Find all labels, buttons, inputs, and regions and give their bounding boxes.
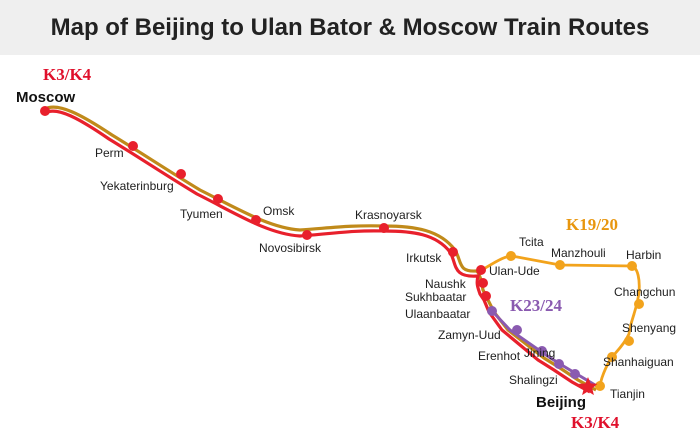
station-marker-changchun <box>634 299 644 309</box>
station-marker-naushk <box>478 278 488 288</box>
station-marker-krasnoyarsk <box>379 223 389 233</box>
route-label-k19: K19/20 <box>566 215 618 234</box>
station-marker-sukhbaatar <box>481 291 491 301</box>
station-label-shenyang: Shenyang <box>622 321 676 335</box>
station-label-ulan-ude: Ulan-Ude <box>489 264 540 278</box>
station-label-beijing: Beijing <box>536 394 586 411</box>
route-label-k3k4-bottom: K3/K4 <box>571 413 620 432</box>
station-marker-harbin <box>627 261 637 271</box>
station-label-krasnoyarsk: Krasnoyarsk <box>355 208 423 222</box>
station-markers-red <box>40 106 491 301</box>
station-marker-manzhouli <box>555 260 565 270</box>
station-label-tcita: Tcita <box>519 235 544 249</box>
station-marker-moscow <box>40 106 50 116</box>
station-marker-tcita <box>506 251 516 261</box>
station-label-omsk: Omsk <box>263 204 295 218</box>
station-label-naushk: Naushk <box>425 277 467 291</box>
station-marker-novosibirsk <box>302 230 312 240</box>
station-label-sukhbaatar: Sukhbaatar <box>405 290 466 304</box>
station-marker-perm <box>128 141 138 151</box>
station-label-novosibirsk: Novosibirsk <box>259 241 322 255</box>
station-label-yekaterinburg: Yekaterinburg <box>100 179 174 193</box>
station-label-perm: Perm <box>95 146 124 160</box>
title-bar: Map of Beijing to Ulan Bator & Moscow Tr… <box>0 0 700 55</box>
station-label-manzhouli: Manzhouli <box>551 246 606 260</box>
station-marker-omsk <box>251 215 261 225</box>
station-label-moscow: Moscow <box>16 89 76 106</box>
beijing-star-icon <box>578 377 598 396</box>
route-label-k23: K23/24 <box>510 296 562 315</box>
station-markers-purple <box>487 306 580 379</box>
station-label-changchun: Changchun <box>614 285 675 299</box>
station-label-ulaanbaatar: Ulaanbaatar <box>405 307 470 321</box>
station-label-zamyn-uud: Zamyn-Uud <box>438 328 501 342</box>
page-title: Map of Beijing to Ulan Bator & Moscow Tr… <box>50 13 650 41</box>
station-marker-yekaterinburg <box>176 169 186 179</box>
station-marker-shanhaiguan <box>607 352 617 362</box>
station-marker-shalingzi <box>570 369 580 379</box>
station-label-jining: Jining <box>524 346 555 360</box>
station-label-shanhaiguan: Shanhaiguan <box>603 355 674 369</box>
station-label-harbin: Harbin <box>626 248 661 262</box>
route-k3k4-red-line <box>44 109 591 394</box>
station-marker-zamyn-uud <box>512 325 522 335</box>
station-markers-orange <box>506 251 644 391</box>
station-label-tyumen: Tyumen <box>180 207 223 221</box>
station-marker-tianjin <box>595 381 605 391</box>
station-label-irkutsk: Irkutsk <box>406 251 442 265</box>
station-marker-shenyang <box>624 336 634 346</box>
station-label-shalingzi: Shalingzi <box>509 373 558 387</box>
route-label-k3k4-top: K3/K4 <box>43 65 92 84</box>
station-marker-ulaanbaatar <box>487 306 497 316</box>
station-marker-erenhot <box>537 346 547 356</box>
station-marker-jining <box>554 359 564 369</box>
station-marker-ulan-ude <box>476 265 486 275</box>
station-label-tianjin: Tianjin <box>610 387 645 401</box>
station-marker-tyumen <box>213 194 223 204</box>
station-label-erenhot: Erenhot <box>478 349 521 363</box>
station-marker-irkutsk <box>448 247 458 257</box>
